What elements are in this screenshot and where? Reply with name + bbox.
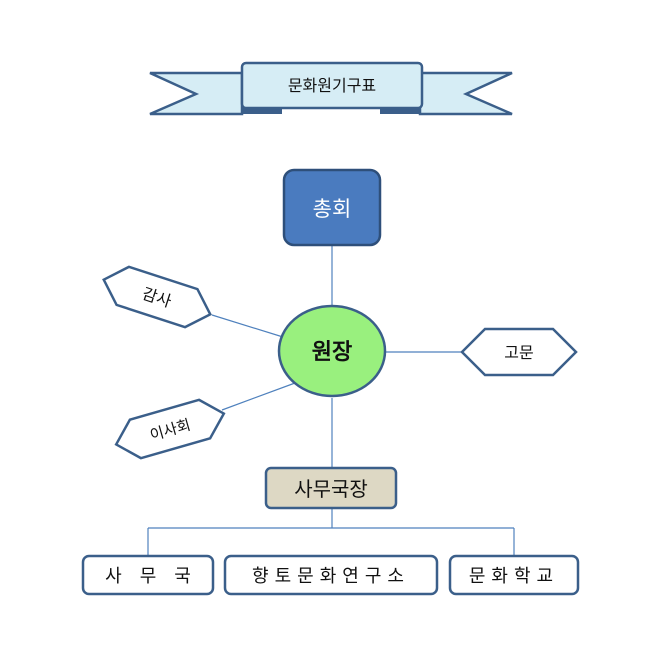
advisor-hexagon <box>460 327 578 377</box>
director-ellipse <box>277 304 387 398</box>
line-auditor-director <box>211 314 284 338</box>
ribbon-center <box>240 61 424 110</box>
culture-school-label: 문화학교 <box>469 566 559 587</box>
auditor-hexagon <box>102 265 212 329</box>
node-culture-school: 문화학교 <box>448 554 580 596</box>
general-assembly-label: 총회 <box>313 197 352 221</box>
board-hexagon <box>114 398 226 460</box>
ribbon-left-fold <box>242 106 282 114</box>
node-general-assembly: 총회 <box>282 168 382 247</box>
secretary-general-label: 사무국장 <box>294 477 368 501</box>
node-director: 원장 <box>277 304 387 398</box>
advisor-label: 고문 <box>504 343 533 362</box>
node-advisor: 고문 <box>460 327 578 377</box>
connector-lines <box>147 245 515 556</box>
culture-school-box <box>448 554 580 596</box>
secretariat-box <box>81 554 215 596</box>
node-secretariat: 사 무 국 <box>81 554 215 596</box>
ribbon-right-fold <box>380 106 420 114</box>
director-label: 원장 <box>312 340 352 365</box>
title-ribbon: 문화원기구표 <box>149 61 513 116</box>
node-secretary-general: 사무국장 <box>264 466 398 510</box>
general-assembly-box <box>282 168 382 247</box>
local-culture-institute-box <box>223 554 439 596</box>
node-auditor: 감사 <box>102 265 212 329</box>
secretary-general-box <box>264 466 398 510</box>
line-board-director <box>221 382 296 411</box>
chart-title: 문화원기구표 <box>288 76 376 95</box>
secretariat-label: 사 무 국 <box>105 566 191 587</box>
ribbon-left-tail <box>149 71 244 116</box>
node-local-culture-institute: 향토문화연구소 <box>223 554 439 596</box>
ribbon-right-tail <box>418 71 513 116</box>
local-culture-institute-label: 향토문화연구소 <box>252 566 410 587</box>
node-board: 이사회 <box>114 398 226 460</box>
